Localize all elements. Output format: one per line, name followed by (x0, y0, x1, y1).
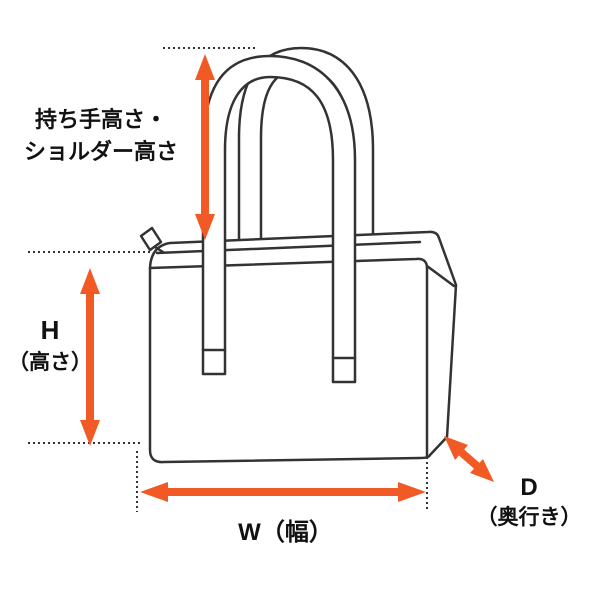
label-depth: D （奥行き） (470, 472, 588, 534)
bag-zipper-line (155, 240, 422, 255)
label-handle-height: 持ち手高さ・ ショルダー高さ (10, 104, 192, 168)
arrow-handle-height (195, 54, 215, 240)
label-handle-height-line1: 持ち手高さ・ (34, 107, 167, 132)
arrow-depth (444, 436, 494, 482)
arrow-height (80, 268, 100, 446)
label-height-letter: H (40, 315, 60, 345)
bag-front-top-edge (148, 257, 429, 458)
label-handle-height-line2: ショルダー高さ (23, 138, 178, 164)
label-depth-letter: D (520, 474, 538, 501)
arrow-width (140, 482, 426, 502)
bag-zipper-pull-link (153, 245, 165, 254)
bag-zipper-pull-icon (139, 226, 163, 252)
bag-body (148, 230, 458, 464)
label-height-sub: （高さ） (8, 350, 92, 374)
bag-drawing (139, 46, 458, 464)
measurement-arrows (80, 54, 494, 502)
label-height: H （高さ） (4, 314, 96, 378)
label-width: W（幅） (238, 519, 333, 546)
extension-lines (28, 47, 428, 512)
label-depth-sub: （奥行き） (476, 506, 582, 530)
bag-side-top-edge (425, 264, 456, 288)
